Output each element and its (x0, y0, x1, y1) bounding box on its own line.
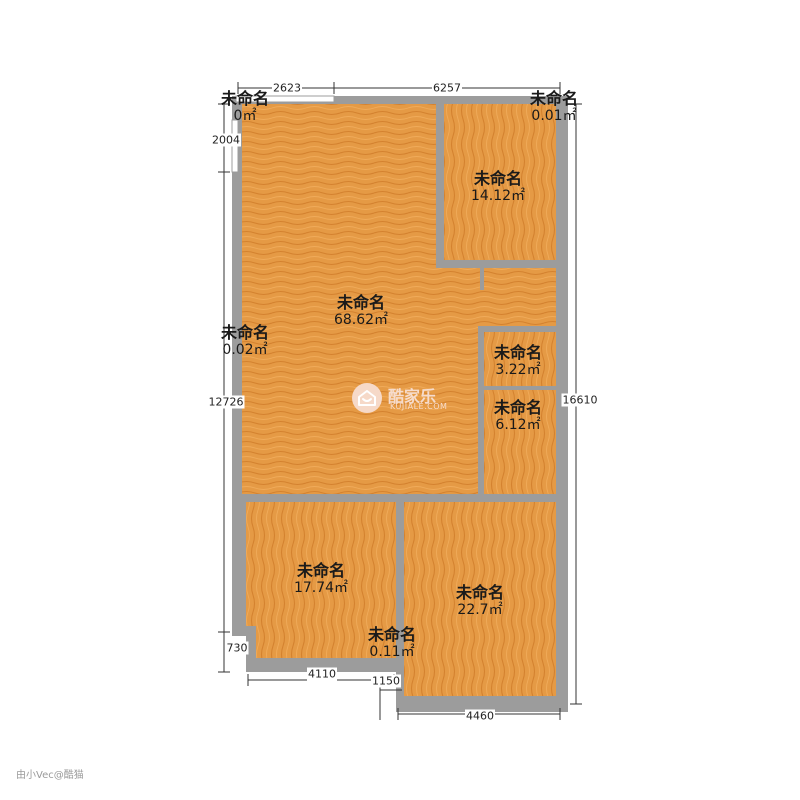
dim-bottom-left: 4110 (307, 667, 337, 681)
room-mid-small-floor (484, 332, 556, 386)
dim-left-bottom: 730 (225, 641, 249, 655)
dim-left-main: 12726 (207, 395, 245, 409)
wall-mid-divider (484, 386, 556, 390)
room-mid-lower-floor (484, 390, 556, 494)
wall-mid-left (478, 326, 484, 496)
dim-left-upper: 2004 (211, 133, 241, 147)
source-caption: 由小Vec@酷猫 (16, 770, 84, 781)
room-top-right-floor (444, 104, 556, 260)
wall-bottom-divider (396, 502, 404, 694)
kujiale-watermark: 酷家乐 KUJIALE.COM (352, 383, 452, 417)
wall-top-right-bottom (436, 260, 556, 268)
wall-stub (480, 268, 484, 290)
wall-mid-top (478, 326, 556, 332)
dim-right-total: 16610 (561, 393, 599, 407)
room-bottom-left-notch (256, 626, 396, 658)
dim-top-right: 6257 (432, 81, 462, 95)
logo-subtext: KUJIALE.COM (390, 402, 448, 411)
wall-horizontal (240, 494, 556, 502)
room-bottom-right-floor (404, 502, 556, 696)
dim-bottom-mid: 1150 (371, 674, 401, 688)
logo-text: 酷家乐 (388, 387, 437, 406)
dim-bottom-right: 4460 (465, 709, 495, 723)
window-top-left (235, 95, 335, 103)
wall-top-right-left (436, 104, 444, 268)
wall-left-notch (246, 626, 256, 660)
house-smile-icon (352, 383, 382, 413)
dim-top-left: 2623 (272, 81, 302, 95)
